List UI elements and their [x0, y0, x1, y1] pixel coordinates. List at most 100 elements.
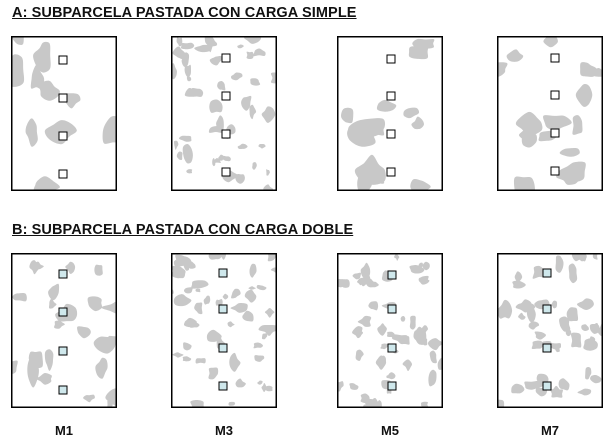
- vegetation-patch: [355, 349, 364, 361]
- vegetation-patch: [12, 37, 24, 45]
- vegetation-patch: [194, 302, 203, 315]
- vegetation-patch: [253, 342, 263, 349]
- vegetation-patch: [249, 104, 257, 120]
- vegetation-patch: [511, 383, 525, 394]
- plot-a-m1: [11, 36, 117, 191]
- vegetation-patch: [585, 366, 592, 380]
- sample-quadrat: [542, 381, 552, 391]
- vegetation-patch: [49, 297, 57, 309]
- vegetation-patch: [258, 324, 276, 336]
- vegetation-patch: [368, 301, 379, 311]
- plot-b-m5: [337, 253, 443, 408]
- plot-b-m5-map: [337, 253, 443, 408]
- vegetation-patch: [12, 292, 27, 302]
- column-label-m1: M1: [54, 423, 74, 438]
- plot-a-m5-map: [337, 36, 443, 191]
- vegetation-patch: [498, 62, 508, 77]
- vegetation-patch: [352, 272, 362, 280]
- vegetation-patch: [263, 385, 273, 392]
- vegetation-patch: [246, 51, 254, 59]
- vegetation-patch: [27, 354, 39, 388]
- sample-quadrat: [387, 381, 397, 391]
- sample-quadrat: [542, 343, 552, 353]
- plot-b-m7-map: [497, 253, 603, 408]
- vegetation-patch: [555, 255, 564, 273]
- vegetation-patch: [270, 267, 276, 273]
- sample-quadrat: [550, 53, 560, 63]
- sample-quadrat: [221, 91, 231, 101]
- vegetation-patch: [590, 374, 602, 384]
- vegetation-patch: [184, 87, 195, 97]
- vegetation-patch: [387, 331, 395, 338]
- vegetation-patch: [267, 254, 276, 262]
- vegetation-patch: [528, 321, 540, 330]
- sample-quadrat: [218, 381, 228, 391]
- vegetation-patch: [231, 288, 241, 299]
- plot-a-m5: [337, 36, 443, 191]
- vegetation-patch: [258, 144, 266, 149]
- vegetation-patch: [428, 369, 437, 387]
- vegetation-patch: [212, 158, 221, 163]
- vegetation-patch: [375, 355, 387, 370]
- sample-quadrat: [386, 129, 396, 139]
- vegetation-patch: [420, 401, 429, 407]
- sample-quadrat: [58, 93, 68, 103]
- vegetation-patch: [173, 256, 192, 267]
- vegetation-patch: [93, 336, 116, 354]
- plot-b-m3-map: [171, 253, 277, 408]
- column-label-m5: M5: [380, 423, 400, 438]
- vegetation-patch: [524, 380, 544, 390]
- vegetation-patch: [498, 299, 513, 319]
- vegetation-patch: [531, 340, 543, 349]
- vegetation-patch: [551, 385, 561, 396]
- vegetation-patch: [559, 148, 580, 157]
- plot-a-m7: [497, 36, 603, 191]
- vegetation-patch: [184, 64, 192, 78]
- section-a-title: A: SUBPARCELA PASTADA CON CARGA SIMPLE: [12, 5, 357, 21]
- plot-frame: [11, 253, 117, 408]
- vegetation-patch: [571, 254, 581, 262]
- vegetation-patch: [421, 325, 428, 335]
- vegetation-patch: [39, 80, 60, 101]
- plot-a-m3-map: [171, 36, 277, 191]
- plot-frame: [171, 253, 277, 408]
- plot-frame: [497, 253, 603, 408]
- vegetation-patch: [172, 352, 184, 358]
- vegetation-patch: [216, 115, 224, 131]
- vegetation-patch: [410, 179, 431, 190]
- vegetation-patch: [35, 176, 60, 190]
- vegetation-patch: [244, 37, 262, 44]
- sample-quadrat: [58, 346, 68, 356]
- vegetation-patch: [182, 356, 192, 362]
- vegetation-patch: [559, 316, 571, 332]
- vegetation-patch: [180, 42, 195, 50]
- plot-frame: [171, 36, 277, 191]
- plot-frame: [11, 36, 117, 191]
- vegetation-patch: [257, 380, 263, 385]
- vegetation-patch: [388, 372, 396, 380]
- vegetation-patch: [194, 44, 210, 53]
- vegetation-patch: [357, 277, 370, 287]
- plot-b-m7: [497, 253, 603, 408]
- vegetation-patch: [203, 295, 211, 305]
- vegetation-patch: [230, 303, 248, 313]
- sample-quadrat: [550, 90, 560, 100]
- column-label-m3: M3: [214, 423, 234, 438]
- vegetation-patch: [360, 262, 371, 280]
- vegetation-patch: [65, 261, 76, 274]
- vegetation-patch: [517, 299, 532, 311]
- vegetation-patch: [543, 37, 558, 48]
- vegetation-patch: [254, 355, 265, 362]
- vegetation-patch: [190, 399, 204, 407]
- sample-quadrat: [58, 131, 68, 141]
- vegetation-patch: [36, 372, 52, 385]
- vegetation-patch: [29, 260, 40, 275]
- sample-quadrat: [221, 53, 231, 63]
- vegetation-patch: [221, 254, 227, 260]
- sample-quadrat: [218, 304, 228, 314]
- vegetation-patch: [570, 332, 582, 348]
- sample-quadrat: [542, 304, 552, 314]
- sample-quadrat: [58, 269, 68, 279]
- vegetation-patch: [513, 176, 535, 190]
- vegetation-patch: [173, 294, 192, 307]
